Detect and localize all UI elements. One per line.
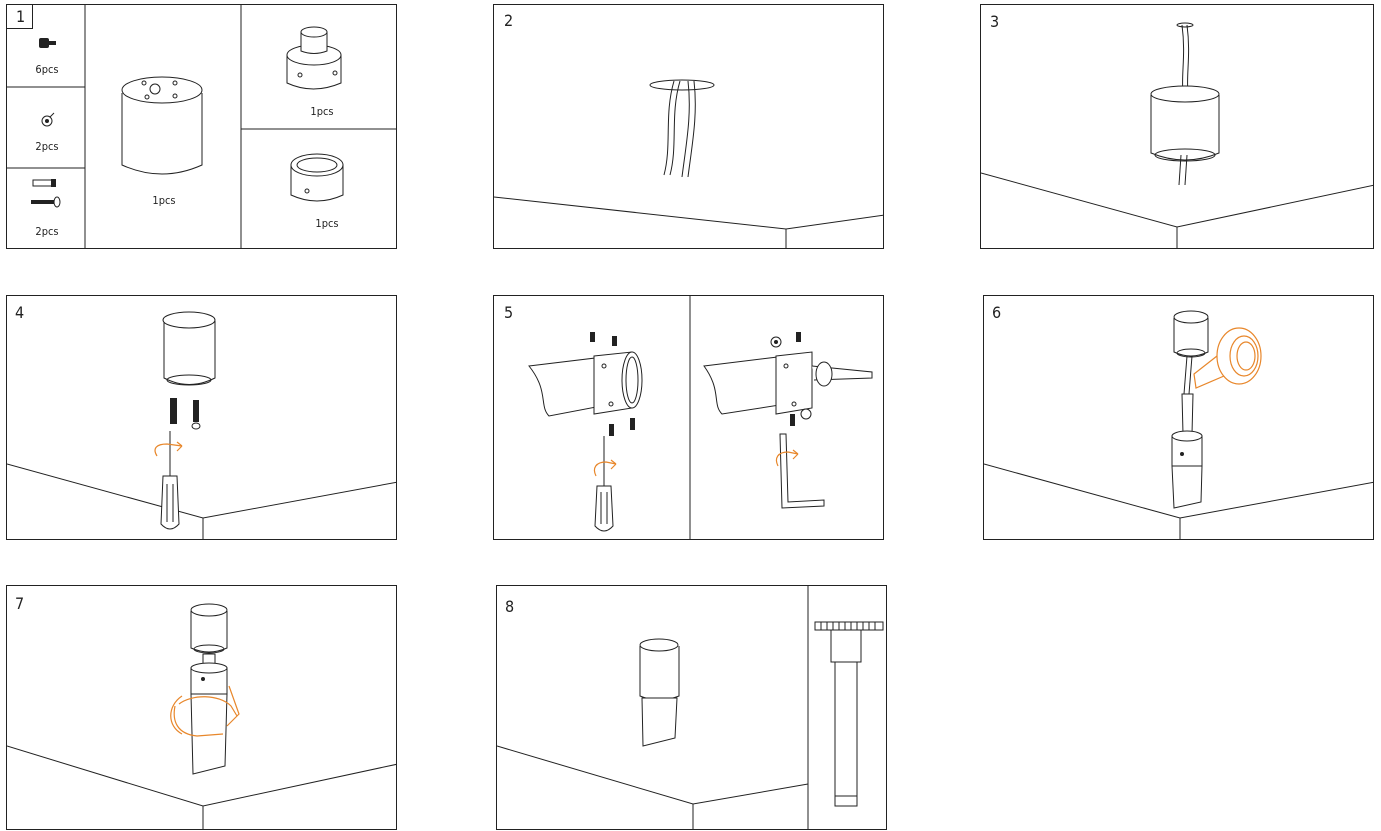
wall-anchor-icon xyxy=(33,179,56,187)
step-6-panel: 6 xyxy=(983,295,1374,540)
step-3-panel: 3 xyxy=(980,4,1374,249)
canopy-on-wires-icon xyxy=(1151,23,1219,185)
step-8-panel: 8 xyxy=(496,585,887,830)
step-5-figure xyxy=(494,296,884,540)
step-5-panel: 5 xyxy=(493,295,884,540)
small-screw-icon xyxy=(39,38,56,48)
connector-icon xyxy=(594,352,642,414)
tube-and-connector-icon xyxy=(191,654,227,774)
parts-list-figure xyxy=(7,5,397,249)
rotate-arrow-icon xyxy=(155,442,182,456)
ceiling-hole-wires-icon xyxy=(650,80,714,177)
bottom-connector-icon xyxy=(291,154,343,201)
hex-key-icon xyxy=(780,434,824,508)
top-connector-qty: 1pcs xyxy=(282,105,362,118)
step-2-figure xyxy=(494,5,884,249)
grub-screw-qty: 2pcs xyxy=(7,140,87,153)
small-screw-qty: 6pcs xyxy=(7,63,87,76)
step-8-figure xyxy=(497,586,887,830)
connector-icon xyxy=(776,352,872,414)
anchor-screw-qty: 2pcs xyxy=(7,225,87,238)
step-4-panel: 4 xyxy=(6,295,397,540)
tube-icon xyxy=(642,698,677,746)
step-4-figure xyxy=(7,296,397,540)
step-7-figure xyxy=(7,586,397,830)
top-connector-icon xyxy=(287,27,341,89)
canopy-icon xyxy=(191,604,227,653)
step-2-panel: 2 xyxy=(493,4,884,249)
screwdriver-icon xyxy=(595,436,613,531)
tube-icon xyxy=(704,356,786,414)
rotate-arrow-icon xyxy=(594,460,616,476)
tube-and-connector-icon xyxy=(1172,394,1202,508)
step-6-figure xyxy=(984,296,1374,540)
assembled-lamp-icon xyxy=(815,622,883,806)
step-1-panel: 1 xyxy=(6,4,397,249)
long-screw-icon xyxy=(31,197,60,207)
anchor-screw-icon xyxy=(170,398,200,429)
canopy-icon xyxy=(163,312,215,385)
grub-screw-icon xyxy=(42,113,54,126)
canopy-icon xyxy=(640,639,679,700)
step-7-panel: 7 xyxy=(6,585,397,830)
bottom-connector-qty: 1pcs xyxy=(287,217,367,230)
canopy-icon xyxy=(122,77,202,174)
wire-icon xyxy=(1184,356,1192,394)
canopy-icon xyxy=(1174,311,1208,357)
step-3-figure xyxy=(981,5,1374,249)
canopy-qty: 1pcs xyxy=(124,194,204,207)
